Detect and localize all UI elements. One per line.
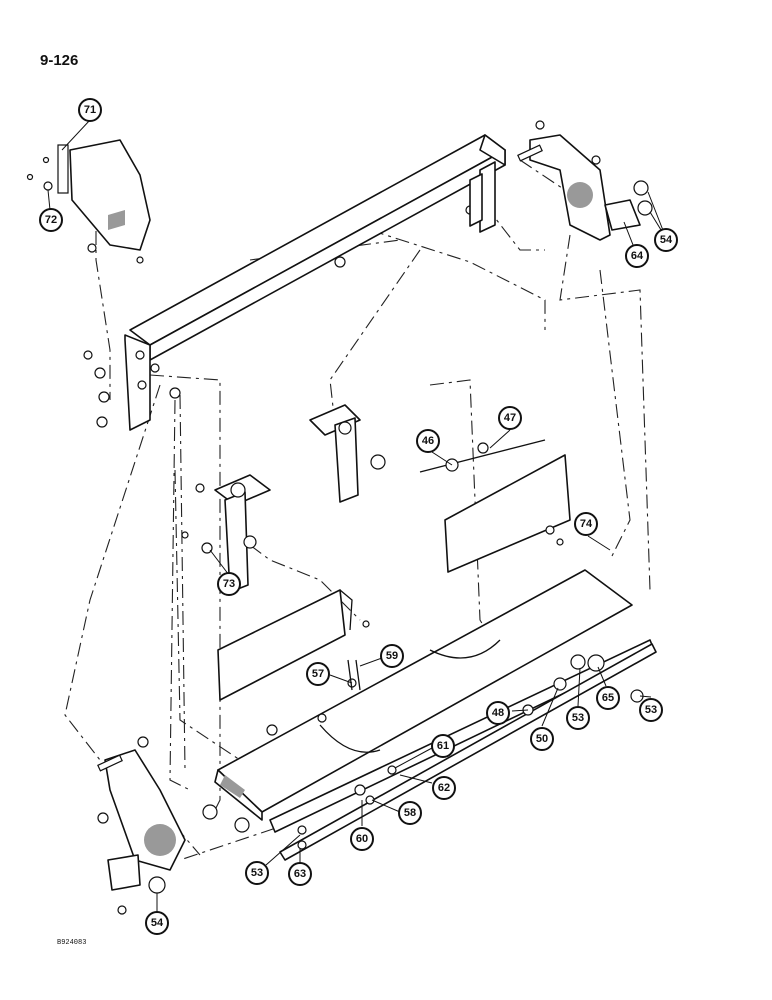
- svg-text:50: 50: [536, 733, 548, 745]
- svg-text:54: 54: [151, 917, 164, 929]
- callout-64: 64: [625, 244, 649, 268]
- svg-text:61: 61: [437, 740, 449, 752]
- leader-lines: [47, 119, 667, 912]
- callout-57: 57: [306, 662, 330, 686]
- callout-47: 47: [498, 406, 522, 430]
- callout-53-right: 53: [639, 698, 663, 722]
- svg-text:73: 73: [223, 578, 235, 590]
- svg-text:46: 46: [422, 435, 434, 447]
- left-support-bracket: [181, 474, 271, 593]
- svg-text:53: 53: [251, 867, 263, 879]
- svg-text:65: 65: [602, 692, 614, 704]
- callout-48: 48: [486, 701, 510, 725]
- svg-text:54: 54: [660, 234, 673, 246]
- callout-62: 62: [432, 776, 456, 800]
- svg-text:72: 72: [45, 214, 57, 226]
- svg-text:53: 53: [572, 712, 584, 724]
- bottom-left-side-plate: [97, 736, 186, 915]
- callout-50: 50: [530, 727, 554, 751]
- svg-text:59: 59: [386, 650, 398, 662]
- bottom-tray: [214, 569, 633, 821]
- callout-72: 72: [39, 208, 63, 232]
- beam-end-bracket-right: [469, 161, 496, 233]
- svg-text:47: 47: [504, 412, 516, 424]
- callout-71: 71: [78, 98, 102, 122]
- callout-58: 58: [398, 801, 422, 825]
- callout-65: 65: [596, 686, 620, 710]
- callout-46: 46: [416, 429, 440, 453]
- callout-73: 73: [217, 572, 241, 596]
- callout-53-mid: 53: [566, 706, 590, 730]
- callout-54-bottom: 54: [145, 911, 169, 935]
- center-support-bracket: [309, 404, 386, 503]
- right-baffle-panel: [419, 439, 571, 573]
- callout-61: 61: [431, 734, 455, 758]
- callout-60: 60: [350, 827, 374, 851]
- svg-text:57: 57: [312, 668, 324, 680]
- left-baffle-panel: [217, 589, 370, 701]
- callout-74: 74: [574, 512, 598, 536]
- drawing-code: B924083: [57, 939, 87, 947]
- svg-text:53: 53: [645, 704, 657, 716]
- callout-63: 63: [288, 862, 312, 886]
- svg-text:64: 64: [631, 250, 644, 262]
- svg-text:63: 63: [294, 868, 306, 880]
- svg-text:48: 48: [492, 707, 504, 719]
- top-cross-beam: [124, 134, 506, 431]
- callout-54-top-right: 54: [654, 228, 678, 252]
- left-side-hardware: [83, 350, 181, 428]
- page-number: 9-126: [40, 52, 79, 69]
- callout-53-bottom: 53: [245, 861, 269, 885]
- tray-hardware: [202, 654, 644, 850]
- top-right-side-plate: [517, 120, 653, 241]
- svg-text:58: 58: [404, 807, 416, 819]
- svg-text:60: 60: [356, 833, 368, 845]
- top-left-cover: [26, 139, 151, 264]
- svg-text:71: 71: [84, 104, 96, 116]
- svg-text:62: 62: [438, 782, 450, 794]
- svg-text:74: 74: [580, 518, 593, 530]
- callout-59: 59: [380, 644, 404, 668]
